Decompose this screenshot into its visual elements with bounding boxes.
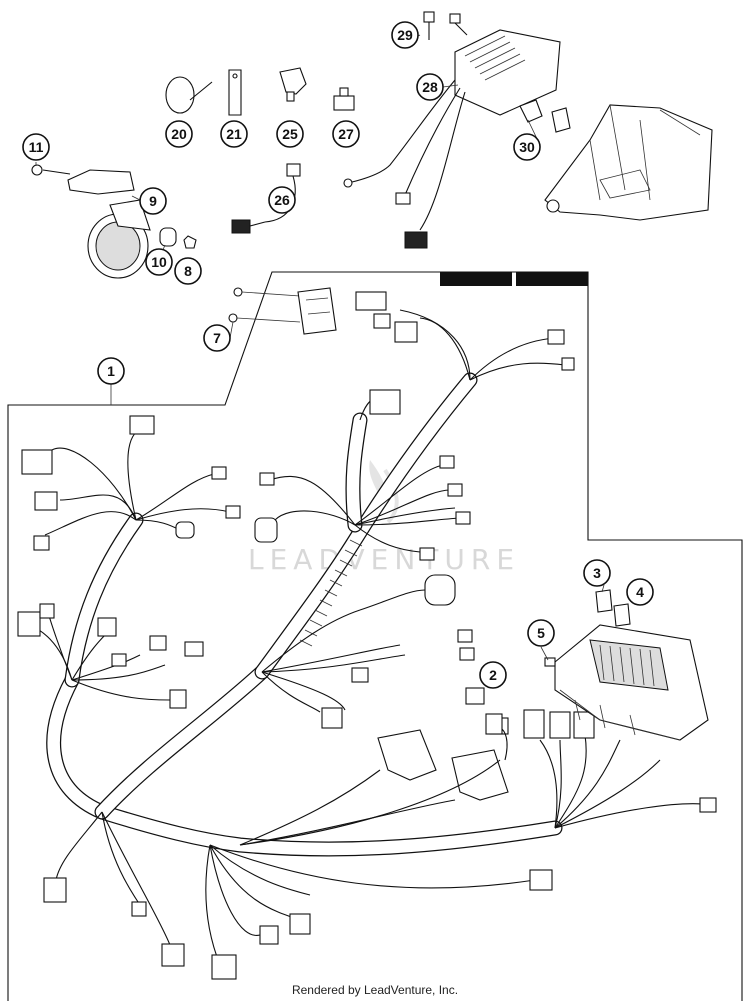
svg-text:2: 2 (489, 667, 497, 683)
footer-credit: Rendered by LeadVenture, Inc. (291, 983, 459, 997)
bolt-part-29 (423, 11, 468, 40)
callout-1: 1 (97, 357, 125, 385)
svg-text:1: 1 (107, 363, 115, 379)
frame-bracket (544, 104, 713, 221)
callout-9: 9 (139, 187, 167, 215)
main-harness-part-1 (17, 291, 717, 980)
svg-text:25: 25 (282, 126, 298, 142)
callout-20: 20 (165, 120, 193, 148)
callout-21: 21 (220, 120, 248, 148)
frame-header-bar-right (516, 272, 588, 286)
svg-text:21: 21 (226, 126, 242, 142)
svg-text:4: 4 (636, 584, 644, 600)
svg-text:20: 20 (171, 126, 187, 142)
callout-28: 28 (416, 73, 444, 101)
callout-29: 29 (391, 21, 419, 49)
fuse-box-part-5 (544, 624, 709, 741)
harness-frame (7, 271, 743, 1001)
callout-30: 30 (513, 133, 541, 161)
horn-assembly (31, 164, 197, 279)
callout-26: 26 (268, 186, 296, 214)
strap-part-21 (228, 69, 242, 116)
svg-text:5: 5 (537, 625, 545, 641)
svg-text:8: 8 (184, 263, 192, 279)
fuse-part-4 (613, 603, 631, 627)
callout-5: 5 (527, 619, 555, 647)
bracket-part-7 (228, 287, 337, 335)
relay-part-25 (279, 67, 307, 102)
callout-10: 10 (145, 248, 173, 276)
svg-text:3: 3 (593, 565, 601, 581)
callout-25: 25 (276, 120, 304, 148)
callout-27: 27 (332, 120, 360, 148)
svg-text:30: 30 (519, 139, 535, 155)
svg-text:9: 9 (149, 193, 157, 209)
voltage-regulator-part-28 (343, 29, 561, 249)
callout-7: 7 (203, 324, 231, 352)
callout-4: 4 (626, 578, 654, 606)
callout-2: 2 (479, 661, 507, 689)
callout-8: 8 (174, 257, 202, 285)
svg-text:10: 10 (151, 254, 167, 270)
watermark-text: LEADVENTURE (248, 543, 520, 576)
svg-text:29: 29 (397, 27, 413, 43)
svg-text:7: 7 (213, 330, 221, 346)
svg-text:27: 27 (338, 126, 354, 142)
cable-tie-part-20 (165, 76, 213, 114)
callout-3: 3 (583, 559, 611, 587)
svg-text:11: 11 (29, 139, 44, 155)
clip-part-30 (519, 99, 571, 133)
connector-part-2 (465, 687, 503, 735)
fuse-part-3 (595, 589, 613, 613)
callout-11: 11 (22, 133, 50, 161)
svg-text:28: 28 (422, 79, 438, 95)
fuse-part-27 (333, 87, 355, 111)
svg-text:26: 26 (274, 192, 290, 208)
frame-header-bar-left (440, 272, 512, 286)
